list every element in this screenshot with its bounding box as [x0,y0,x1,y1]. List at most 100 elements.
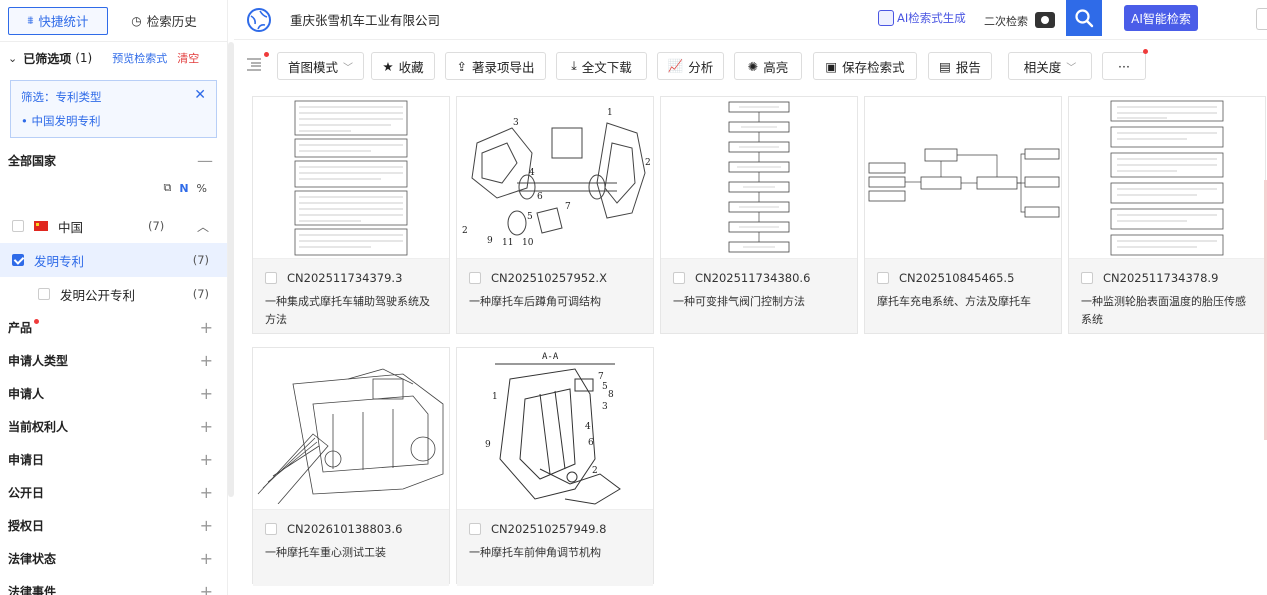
result-title[interactable]: 一种监测轮胎表面温度的胎压传感系统 [1081,295,1246,326]
section-grant-date[interactable]: 授权日 + [0,509,227,542]
checkbox-invention[interactable] [12,254,24,266]
tree-item-invention-pub[interactable]: 发明公开专利 (7) [0,277,227,311]
close-icon[interactable]: ✕ [194,87,206,103]
result-id[interactable]: CN202511734379.3 [287,271,403,285]
section-applicant-type[interactable]: 申请人类型 + [0,344,227,377]
count-percent-toggle[interactable]: % [196,181,207,195]
search-icon [1075,9,1094,28]
section-countries-title: 全部国家 [8,154,57,168]
preview-query-link[interactable]: 预览检索式 [112,52,168,65]
section-filing-date[interactable]: 申请日 + [0,443,227,476]
ai-query-generate-button[interactable]: AI检索式生成 [878,10,966,26]
result-checkbox[interactable] [265,272,277,284]
section-legal-status[interactable]: 法律状态 + [0,542,227,575]
section-legal-event[interactable]: 法律事件 + [0,575,227,595]
result-title[interactable]: 一种可变排气阀门控制方法 [673,295,805,308]
result-card[interactable]: CN202511734379.3 一种集成式摩托车辅助驾驶系统及方法 [252,96,450,334]
patent-drawing-thumbnail[interactable] [661,97,857,259]
tab-search-history[interactable]: ◷ 检索历史 [114,7,214,35]
tree-item-invention[interactable]: 发明专利 (7) [0,243,227,277]
copy-icon[interactable]: ⧉ [163,181,172,194]
secondary-search-link[interactable]: 二次检索 [984,15,1028,28]
patent-drawing-thumbnail[interactable] [1069,97,1265,259]
chevron-up-icon[interactable]: ︿ [196,219,209,234]
result-title[interactable]: 一种摩托车前伸角调节机构 [469,546,601,559]
result-id[interactable]: CN202510845465.5 [899,271,1015,285]
patent-drawing-thumbnail[interactable] [253,348,449,510]
result-checkbox[interactable] [469,523,481,535]
chevron-down-icon[interactable]: ⌄ [8,51,18,65]
result-checkbox[interactable] [1081,272,1093,284]
clear-filters-link[interactable]: 清空 [177,52,200,65]
export-bibliography-button[interactable]: ⇪ 著录项导出 [445,52,546,80]
favorite-button[interactable]: ★ 收藏 [371,52,435,80]
result-title[interactable]: 一种摩托车后蹲角可调结构 [469,295,601,308]
search-button[interactable] [1066,0,1102,36]
section-publication-date[interactable]: 公开日 + [0,476,227,509]
analyze-button[interactable]: 📈 分析 [657,52,724,80]
expand-icon[interactable]: + [199,416,213,436]
tab-quick-stats[interactable]: ⩩ 快捷统计 [8,6,108,35]
result-checkbox[interactable] [877,272,889,284]
section-countries[interactable]: 全部国家 — [0,144,227,177]
more-button[interactable]: ··· [1102,52,1146,80]
view-mode-select[interactable]: 首图模式 ﹀ [277,52,364,80]
result-id[interactable]: CN202610138803.6 [287,522,403,536]
expand-icon[interactable]: + [199,482,213,502]
patent-drawing-thumbnail[interactable] [253,97,449,259]
expand-icon[interactable]: + [199,548,213,568]
result-title[interactable]: 摩托车充电系统、方法及摩托车 [877,295,1031,308]
list-menu-icon[interactable] [246,56,262,72]
tree-item-china[interactable]: 中国 (7) ︿ [0,209,227,243]
result-card[interactable]: CN202511734378.9 一种监测轮胎表面温度的胎压传感系统 [1068,96,1266,334]
result-card[interactable]: CN202511734380.6 一种可变排气阀门控制方法 [660,96,858,334]
expand-icon[interactable]: + [199,383,213,403]
result-checkbox[interactable] [265,523,277,535]
result-meta: CN202610138803.6 一种摩托车重心测试工装 [253,510,449,586]
result-card[interactable]: CN202510845465.5 摩托车充电系统、方法及摩托车 [864,96,1062,334]
expand-icon[interactable]: + [199,581,213,595]
result-id[interactable]: CN202510257952.X [491,271,607,285]
patent-drawing-thumbnail[interactable] [865,97,1061,259]
result-id[interactable]: CN202511734378.9 [1103,271,1219,285]
section-applicant[interactable]: 申请人 + [0,377,227,410]
expand-icon[interactable]: + [199,449,213,469]
checkbox-invention-pub[interactable] [38,288,50,300]
expand-icon[interactable]: + [199,515,213,535]
highlight-button[interactable]: ✺ 高亮 [734,52,802,80]
report-button[interactable]: ▤ 报告 [928,52,992,80]
block-diagram-drawing [868,148,1060,217]
result-meta: CN202511734379.3 一种集成式摩托车辅助驾驶系统及方法 [253,259,449,333]
section-product[interactable]: 产品 + [0,311,227,344]
filter-value: 中国发明专利 [31,114,101,128]
result-card[interactable]: CN202610138803.6 一种摩托车重心测试工装 [252,347,450,586]
expand-icon[interactable]: + [199,350,213,370]
expand-icon[interactable]: + [199,317,213,337]
ai-smart-search-button[interactable]: AI智能检索 [1124,5,1198,31]
checkbox-china[interactable] [12,220,24,232]
ai-robot-icon [878,10,894,26]
camera-icon[interactable] [1035,12,1055,28]
count-n-toggle[interactable]: N [179,181,189,195]
result-checkbox[interactable] [469,272,481,284]
panel-edge[interactable] [1256,8,1267,30]
new-dot-icon [34,319,40,324]
save-query-button[interactable]: ▣ 保存检索式 [813,52,917,80]
collapse-icon[interactable]: — [197,150,213,170]
result-id[interactable]: CN202511734380.6 [695,271,811,285]
selected-filters-count: (1) [75,51,93,65]
sort-select[interactable]: 相关度 ﹀ [1008,52,1092,80]
result-id[interactable]: CN202510257949.8 [491,522,607,536]
search-query-text[interactable]: 重庆张雪机车工业有限公司 [290,13,441,28]
result-checkbox[interactable] [673,272,685,284]
fulltext-download-button[interactable]: ⤓ 全文下载 [556,52,647,80]
section-current-owner[interactable]: 当前权利人 + [0,410,227,443]
china-flag-icon [34,221,48,231]
sidebar-scrollbar[interactable] [228,42,234,497]
result-title[interactable]: 一种摩托车重心测试工装 [265,546,386,559]
result-title[interactable]: 一种集成式摩托车辅助驾驶系统及方法 [265,295,430,326]
